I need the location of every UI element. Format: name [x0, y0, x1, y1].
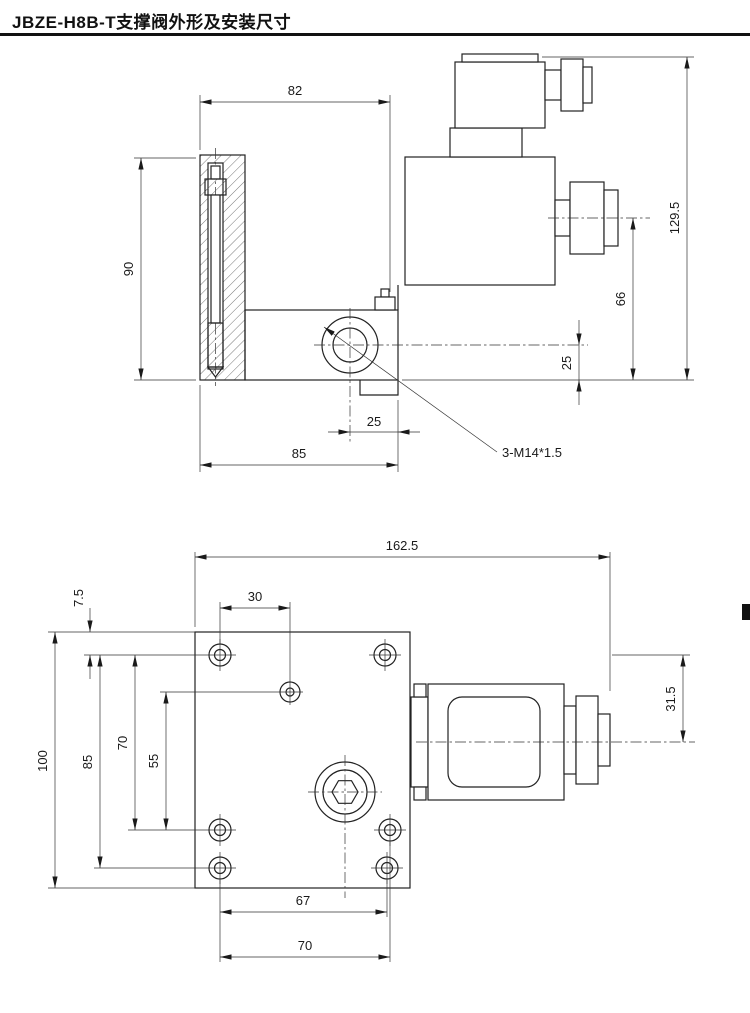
manual-override-knob	[548, 181, 650, 255]
din-connector-side	[449, 53, 593, 158]
dim-85-plan: 85	[80, 655, 103, 868]
dim-129-5: 129.5	[402, 56, 694, 381]
solenoid-coil-side	[404, 156, 556, 286]
thread-callout-label: 3-M14*1.5	[502, 445, 562, 460]
dim-30-label: 30	[248, 589, 262, 604]
dim-85-side-label: 85	[292, 446, 306, 461]
dim-70-left: 70	[115, 655, 138, 830]
dim-30: 30	[219, 589, 291, 679]
dim-82-label: 82	[288, 83, 302, 98]
dim-162-5: 162.5	[194, 538, 611, 691]
dim-31-5: 31.5	[612, 654, 690, 742]
dim-85-side: 85	[199, 385, 399, 472]
plan-view: 162.5 30 7.5 100	[35, 538, 695, 962]
hex-plug	[308, 755, 382, 898]
dim-25-bottom: 25	[328, 414, 420, 435]
dim-85-plan-label: 85	[80, 755, 95, 769]
dim-7-5: 7.5	[71, 589, 93, 679]
dim-67: 67	[219, 880, 388, 962]
mounting-hole-top-right	[369, 639, 401, 671]
plan-left-extensions	[48, 631, 277, 889]
dim-90-label: 90	[121, 262, 136, 276]
side-view: 3-M14*1.5 82 90 129.5 66	[121, 53, 694, 472]
dim-70-left-label: 70	[115, 736, 130, 750]
dim-31-5-label: 31.5	[663, 686, 678, 711]
dim-70-bottom-label: 70	[298, 938, 312, 953]
mounting-hole-bottom-left	[204, 852, 236, 884]
dim-129-5-label: 129.5	[667, 202, 682, 235]
dim-55: 55	[146, 692, 169, 830]
dim-7-5-label: 7.5	[71, 589, 86, 607]
dim-90: 90	[121, 157, 196, 381]
dim-25-bottom-label: 25	[367, 414, 381, 429]
mounting-hole-bottom-right	[371, 852, 403, 884]
dim-162-5-label: 162.5	[386, 538, 419, 553]
dim-25-right: 25	[559, 320, 582, 405]
dim-66-label: 66	[613, 292, 628, 306]
dim-82: 82	[199, 83, 391, 292]
thread-callout: 3-M14*1.5	[323, 326, 562, 460]
mounting-hole-mid-right	[374, 814, 406, 846]
page-title: JBZE-H8B-T支撑阀外形及安装尺寸	[12, 13, 292, 32]
valve-body-plan	[194, 631, 411, 889]
dim-100-label: 100	[35, 750, 50, 772]
dim-67-label: 67	[296, 893, 310, 908]
pilot-hole	[277, 679, 303, 705]
dim-25-right-label: 25	[559, 356, 574, 370]
dim-70-bottom: 70	[220, 842, 391, 962]
dim-55-label: 55	[146, 754, 161, 768]
dim-66: 66	[613, 218, 636, 380]
mounting-bolt	[204, 148, 227, 386]
din-connector-plan	[416, 695, 695, 785]
page-edge-mark	[742, 604, 750, 620]
side-port-circle	[314, 308, 588, 443]
dim-100: 100	[35, 632, 58, 888]
mounting-hole-mid-left	[204, 814, 236, 846]
title-rule	[0, 33, 750, 36]
